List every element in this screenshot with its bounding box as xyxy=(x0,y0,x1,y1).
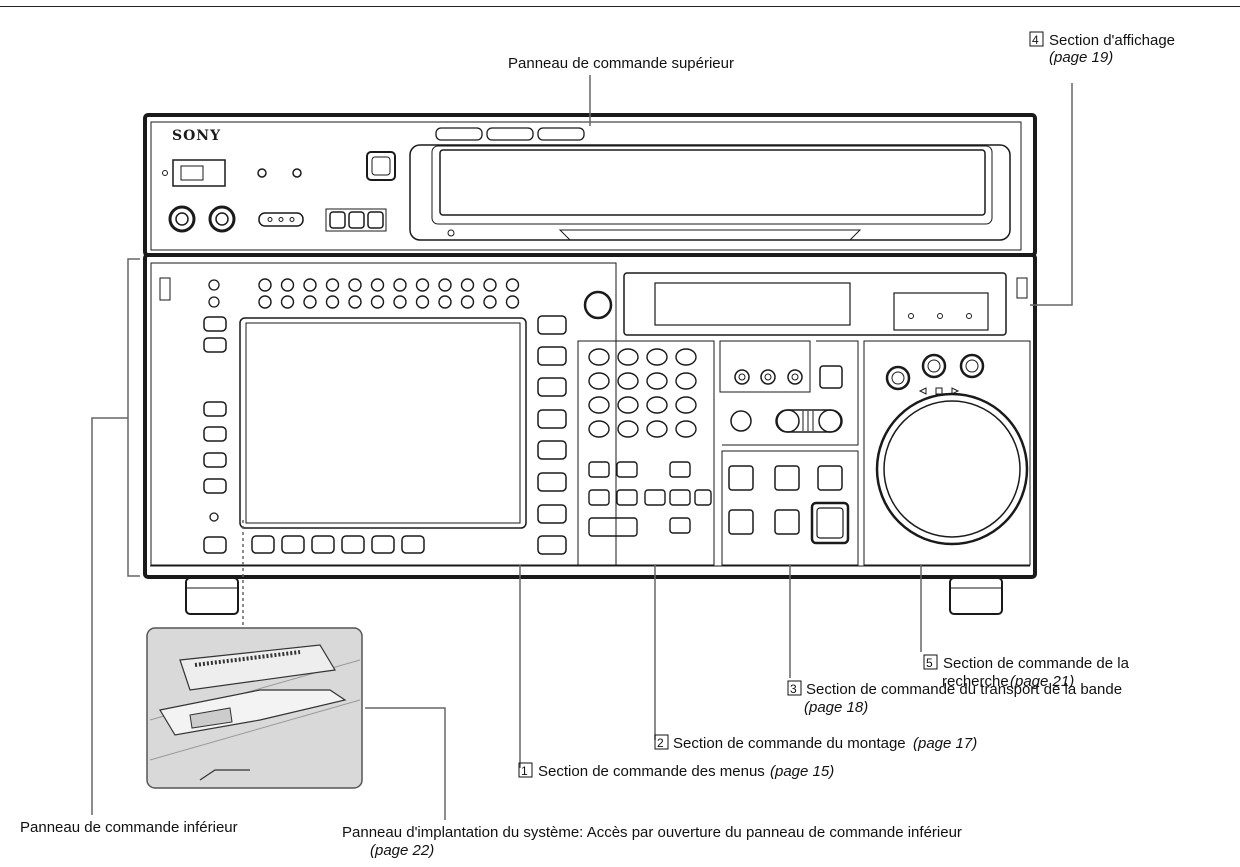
section-num-2: 2 xyxy=(657,736,664,750)
system-panel-inset xyxy=(146,627,363,789)
menu-button-top xyxy=(370,278,385,292)
section-text-search-2: recherche xyxy=(942,673,1009,690)
keypad-key xyxy=(646,372,668,390)
label-lower-panel: Panneau de commande inférieur xyxy=(20,819,238,836)
leader-lines xyxy=(91,75,1073,820)
top-rule xyxy=(0,6,1240,7)
section-text-transport: Section de commande du transport de la b… xyxy=(806,681,1122,698)
section-num-5: 5 xyxy=(926,656,933,670)
keypad-key xyxy=(646,420,668,438)
menu-button-bottom xyxy=(348,295,362,309)
menu-button-top xyxy=(325,278,340,292)
section-page-display: (page 19) xyxy=(1049,49,1113,66)
keypad-key xyxy=(617,396,639,414)
menu-button-top xyxy=(393,278,407,292)
keypad-key xyxy=(617,420,639,438)
section-page-search: (page 21) xyxy=(1010,673,1074,690)
keypad-key xyxy=(588,420,610,438)
menu-button-top xyxy=(505,278,520,292)
keypad-key xyxy=(617,348,639,366)
section-num-4: 4 xyxy=(1032,33,1039,47)
keypad-key xyxy=(617,372,639,390)
section-num-1: 1 xyxy=(521,764,528,778)
edit-keypad xyxy=(588,348,712,537)
sony-logo: SONY xyxy=(172,128,221,144)
menu-button-bottom xyxy=(258,295,272,309)
menu-button-top xyxy=(258,278,272,292)
section-label-search: 5 Section de commande de la recherche (p… xyxy=(923,654,1130,690)
keypad-key xyxy=(646,348,668,366)
menu-button-bottom xyxy=(460,295,475,309)
section-label-edit: 2 Section de commande du montage (page 1… xyxy=(654,734,977,752)
section-label-transport: 3 Section de commande du transport de la… xyxy=(787,680,1122,716)
menu-button-top xyxy=(348,278,362,292)
section-page-transport: (page 18) xyxy=(804,699,868,716)
keypad-key xyxy=(588,372,610,390)
keypad-key xyxy=(588,348,610,366)
keypad-key xyxy=(675,348,697,366)
menu-button-top xyxy=(460,278,475,292)
section-text-display: Section d'affichage xyxy=(1049,32,1175,49)
keypad-key xyxy=(675,396,697,414)
label-system-panel: Panneau d'implantation du système: Accès… xyxy=(342,824,962,841)
section-text-search: Section de commande de la xyxy=(943,655,1130,672)
keypad-key xyxy=(588,396,610,414)
menu-button-top xyxy=(303,278,317,292)
section-text-edit: Section de commande du montage xyxy=(673,735,906,752)
menu-button-top xyxy=(438,278,452,292)
section-label-display: 4 Section d'affichage (page 19) xyxy=(1029,31,1175,66)
section-label-menu: 1 Section de commande des menus (page 15… xyxy=(518,762,834,780)
menu-button-top xyxy=(415,278,430,292)
keypad-key xyxy=(675,372,697,390)
keypad-key xyxy=(646,396,668,414)
section-num-3: 3 xyxy=(790,682,797,696)
section-page-menu: (page 15) xyxy=(770,763,834,780)
section-page-edit: (page 17) xyxy=(913,735,977,752)
menu-button-bottom xyxy=(370,295,385,309)
label-system-panel-page: (page 22) xyxy=(370,842,434,859)
menu-button-bottom xyxy=(438,295,452,309)
lower-unit xyxy=(143,253,1037,615)
keypad-key xyxy=(675,420,697,438)
menu-button-rows xyxy=(258,278,520,309)
menu-button-top xyxy=(483,278,497,292)
menu-button-bottom xyxy=(303,295,317,309)
menu-button-bottom xyxy=(280,295,295,309)
section-text-menu: Section de commande des menus xyxy=(538,763,765,780)
menu-button-bottom xyxy=(393,295,407,309)
menu-button-bottom xyxy=(325,295,340,309)
menu-button-bottom xyxy=(483,295,497,309)
label-top-panel: Panneau de commande supérieur xyxy=(508,55,734,72)
upper-unit xyxy=(143,113,1037,257)
menu-button-bottom xyxy=(415,295,430,309)
menu-button-bottom xyxy=(505,295,520,309)
menu-button-top xyxy=(280,278,295,292)
